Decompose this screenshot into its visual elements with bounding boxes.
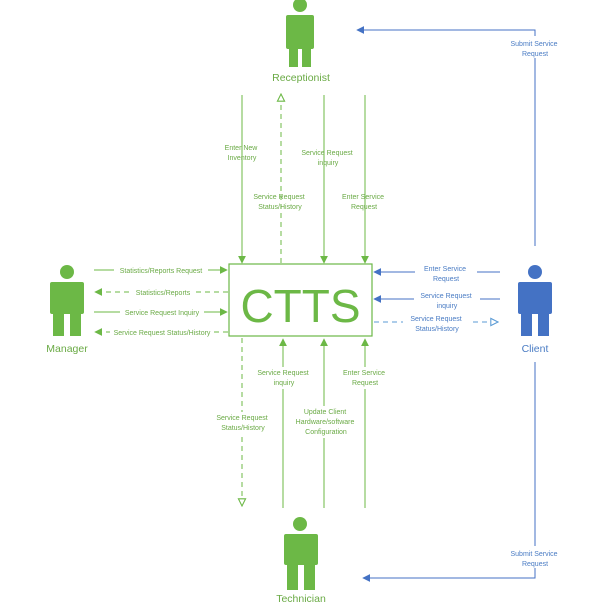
flow-enter-new-inventory: Enter New Inventory xyxy=(225,95,260,264)
svg-text:Enter Service Request: Enter Service Request xyxy=(424,266,468,283)
svg-text:Statistics/Reports Request: Statistics/Reports Request xyxy=(120,268,203,275)
technician-figure-icon xyxy=(284,517,318,590)
flow-srq-inquiry-client: Service Request inquiry xyxy=(373,291,500,311)
receptionist-actor: Receptionist xyxy=(272,0,330,84)
flow-srq-inquiry-receptionist: Service Request inquiry xyxy=(301,95,354,264)
technician-actor: Technician xyxy=(276,517,326,602)
svg-text:Service Request inquiry: Service Request inquiry xyxy=(301,150,354,167)
svg-text:Enter Service Request: Enter Service Request xyxy=(342,194,386,211)
svg-text:Submit Service Request: Submit Service Request xyxy=(510,551,559,568)
svg-text:Service Request Inquiry: Service Request Inquiry xyxy=(125,310,200,317)
flow-enter-sr-receptionist: Enter Service Request xyxy=(342,95,386,264)
svg-text:Enter Service Request: Enter Service Request xyxy=(343,370,387,387)
receptionist-figure-icon xyxy=(286,0,314,67)
flow-statistics-reports: Statistics/Reports xyxy=(94,287,228,297)
manager-actor: Manager xyxy=(46,265,88,355)
client-actor: Client xyxy=(518,265,552,355)
svg-text:Service Request Status/History: Service Request Status/History xyxy=(114,330,211,337)
client-figure-icon xyxy=(518,265,552,336)
svg-text:Service Request Status/H: Service Request Status/History xyxy=(410,316,463,333)
ctts-box xyxy=(228,263,373,337)
flow-enter-sr-technician: Enter Service Request xyxy=(338,338,392,508)
svg-text:Submit Service Request: Submit Service Request xyxy=(510,41,559,58)
flow-statistics-reports-request: Statistics/Reports Request xyxy=(94,265,228,275)
receptionist-label: Receptionist xyxy=(272,72,330,84)
ctts-system: CTTS xyxy=(228,263,373,337)
ctts-title: CTTS xyxy=(240,280,360,332)
flow-srq-status-manager: Service Request Status/History xyxy=(94,327,228,337)
flow-srq-status-client: Service Request Status/History xyxy=(374,314,498,334)
svg-text:Statistics/Reports: Statistics/Reports xyxy=(136,290,191,297)
flow-srq-status-history-receptionist: Service Request Status/History xyxy=(253,94,306,263)
flow-srq-inquiry-technician: Service Request inquiry xyxy=(254,338,314,508)
svg-text:Service Request inquiry: Service Request inquiry xyxy=(257,370,310,387)
svg-text:Service Request Status/H: Service Request Status/History xyxy=(216,415,269,432)
flow-update-client-config: Update Client Hardware/software Configur… xyxy=(292,338,360,508)
svg-text:Update Client Hardware/s: Update Client Hardware/software Configur… xyxy=(296,409,357,436)
manager-figure-icon xyxy=(50,265,84,336)
flow-srq-inquiry-manager: Service Request Inquiry xyxy=(94,307,228,317)
svg-text:Service Request Status/H: Service Request Status/History xyxy=(253,194,306,211)
flow-enter-sr-client: Enter Service Request xyxy=(373,264,500,284)
client-label: Client xyxy=(522,343,549,355)
technician-label: Technician xyxy=(276,593,326,602)
manager-label: Manager xyxy=(46,343,88,355)
flow-submit-sr-bottom: Submit Service Request xyxy=(362,362,569,582)
svg-text:Service Request inquiry: Service Request inquiry xyxy=(420,293,473,310)
flow-submit-sr-top: Submit Service Request xyxy=(356,26,569,246)
svg-text:Enter New Inventory: Enter New Inventory xyxy=(225,145,260,162)
flow-srq-status-technician: Service Request Status/History xyxy=(213,338,273,506)
